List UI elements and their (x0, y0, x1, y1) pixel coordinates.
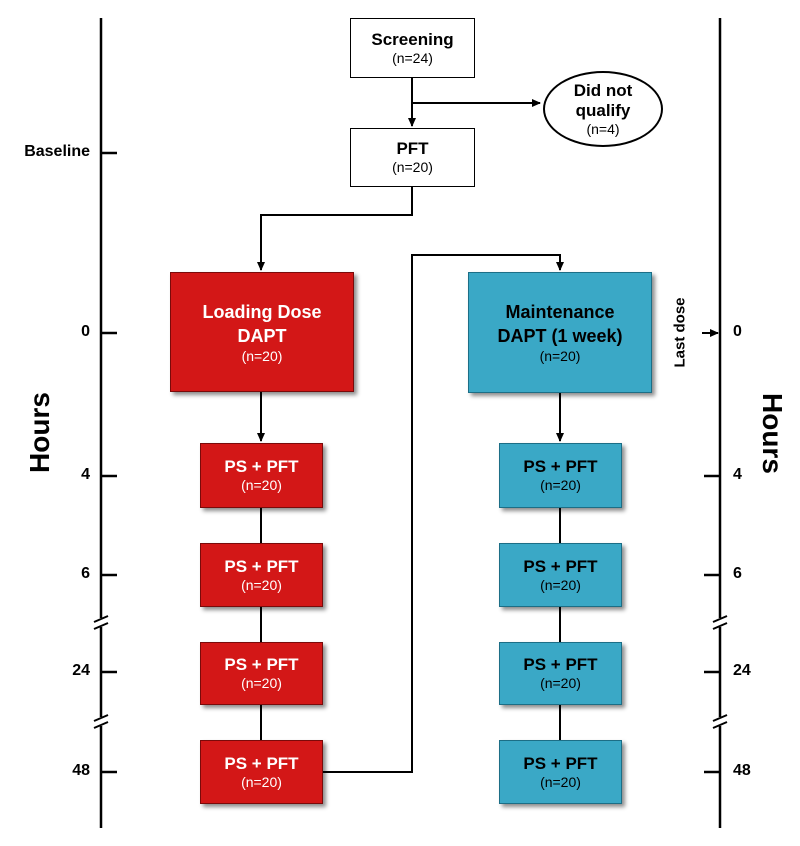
maintenance-line2: DAPT (1 week) (497, 326, 623, 346)
pft-box: PFT (n=20) (350, 128, 475, 187)
arrow-pft-to-loading (257, 187, 413, 271)
last-dose-label: Last dose (671, 297, 689, 368)
right-ps-pft-box-6h: PS + PFT (n=20) (499, 543, 622, 607)
did-not-qualify-count: (n=4) (586, 120, 620, 137)
loading-dose-line1: Loading Dose (202, 301, 322, 322)
ps-pft-label: PS + PFT (523, 457, 598, 476)
did-not-qualify-line2: qualify (575, 100, 631, 120)
left-tick-48: 48 (72, 762, 90, 779)
ps-pft-count: (n=20) (540, 477, 581, 493)
pft-count: (n=20) (392, 159, 433, 175)
ps-pft-count: (n=20) (540, 675, 581, 691)
left-ps-pft-box-6h: PS + PFT (n=20) (200, 543, 323, 607)
left-tick-4: 4 (81, 466, 90, 483)
left-ps-pft-box-4h: PS + PFT (n=20) (200, 443, 323, 508)
screening-label: Screening (371, 29, 454, 49)
did-not-qualify-ellipse: Did not qualify (n=4) (543, 71, 663, 147)
left-axis-title: Hours (24, 392, 55, 473)
tick-baseline: Baseline (24, 143, 90, 160)
arrow-to-maintenance (322, 254, 564, 773)
maintenance-line1: Maintenance (505, 302, 615, 322)
ps-pft-label: PS + PFT (523, 753, 598, 773)
left-tick-24: 24 (72, 662, 90, 679)
ps-pft-count: (n=20) (241, 675, 282, 691)
did-not-qualify-line1: Did not (573, 80, 633, 100)
ps-pft-label: PS + PFT (224, 556, 299, 576)
right-tick-48: 48 (733, 762, 751, 779)
ps-pft-count: (n=20) (540, 773, 581, 790)
ps-pft-count: (n=20) (241, 576, 282, 593)
pft-label: PFT (396, 139, 429, 158)
left-axis-break-1 (93, 615, 109, 630)
loading-dose-box: Loading Dose DAPT (n=20) (170, 272, 354, 392)
ps-pft-label: PS + PFT (523, 556, 598, 576)
ps-pft-label: PS + PFT (224, 753, 299, 773)
screening-box: Screening (n=24) (350, 18, 475, 78)
ps-pft-count: (n=20) (241, 773, 282, 790)
right-ps-pft-box-48h: PS + PFT (n=20) (499, 740, 622, 804)
left-tick-0: 0 (81, 323, 90, 340)
right-tick-24: 24 (733, 662, 751, 679)
loading-dose-count: (n=20) (241, 347, 283, 364)
ps-pft-count: (n=20) (540, 576, 581, 593)
left-tick-6: 6 (81, 565, 90, 582)
ps-pft-label: PS + PFT (224, 457, 299, 476)
ps-pft-label: PS + PFT (523, 655, 598, 674)
right-ps-pft-box-4h: PS + PFT (n=20) (499, 443, 622, 508)
ps-pft-label: PS + PFT (224, 655, 299, 674)
right-axis-break-2 (712, 714, 728, 729)
left-axis-break-2 (93, 714, 109, 729)
right-tick-0: 0 (733, 323, 742, 340)
right-tick-4: 4 (733, 466, 742, 483)
screening-count: (n=24) (392, 49, 433, 66)
maintenance-count: (n=20) (539, 348, 581, 364)
right-axis-title: Hours (757, 393, 788, 474)
left-ps-pft-box-48h: PS + PFT (n=20) (200, 740, 323, 804)
right-ps-pft-box-24h: PS + PFT (n=20) (499, 642, 622, 705)
right-axis-break-1 (712, 615, 728, 630)
right-tick-6: 6 (733, 565, 742, 582)
maintenance-box: Maintenance DAPT (1 week) (n=20) (468, 272, 652, 393)
left-ps-pft-box-24h: PS + PFT (n=20) (200, 642, 323, 705)
ps-pft-count: (n=20) (241, 477, 282, 493)
loading-dose-line2: DAPT (237, 325, 287, 346)
